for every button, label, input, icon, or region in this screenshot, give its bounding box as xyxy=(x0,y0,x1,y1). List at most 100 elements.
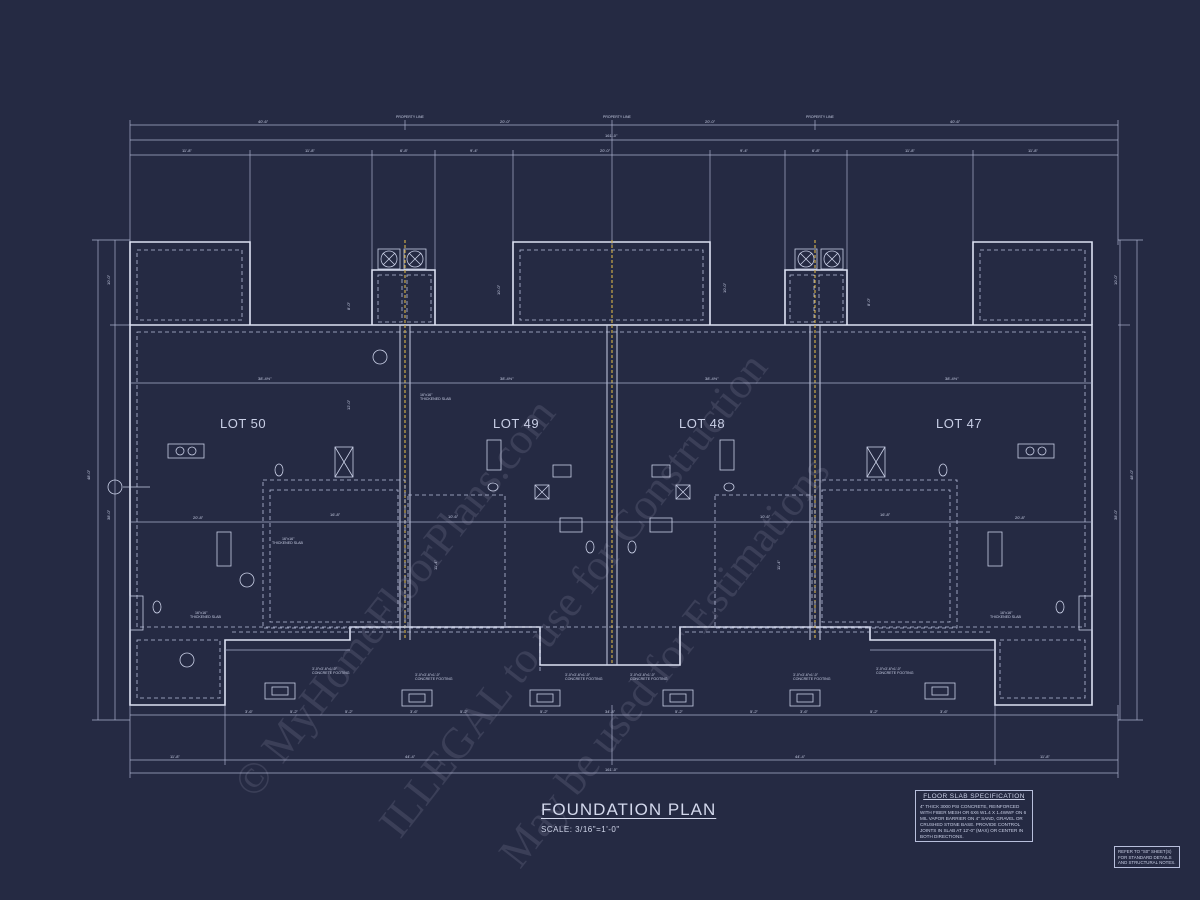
svg-text:38'-0": 38'-0" xyxy=(1113,509,1118,520)
rear-pads: 8'-0" 10'-0" 10'-0" 8'-0" xyxy=(129,241,1093,325)
watermark-line-1: © MyHomeFloorPlans.com xyxy=(224,389,565,806)
plumbing-fixtures xyxy=(107,349,1093,668)
concrete-footing-label-6: CONCRETE FOOTING xyxy=(876,671,914,675)
svg-text:10'-0": 10'-0" xyxy=(106,274,111,285)
svg-text:10'-0": 10'-0" xyxy=(496,284,501,295)
thickened-slab-label-2: THICKENED SLAB xyxy=(272,541,304,545)
svg-text:38'-4½": 38'-4½" xyxy=(258,376,272,381)
svg-text:38'-4½": 38'-4½" xyxy=(705,376,719,381)
svg-text:9'-4": 9'-4" xyxy=(470,148,479,153)
svg-text:10'-6": 10'-6" xyxy=(448,514,459,519)
svg-text:16"x16": 16"x16" xyxy=(282,537,295,541)
plan-title: FOUNDATION PLAN xyxy=(541,800,717,819)
svg-text:11'-4": 11'-4" xyxy=(776,560,781,570)
top-dimension-strings: 40'-6" 20'-0" 20'-0" 40'-6" 161'-0" 11'-8"… xyxy=(129,115,1119,270)
svg-text:3'-0"x3'-6"x1'-0": 3'-0"x3'-6"x1'-0" xyxy=(630,673,656,677)
lot-label-48: LOT 48 xyxy=(679,416,725,431)
svg-text:48'-0": 48'-0" xyxy=(86,469,91,480)
svg-text:11'-8": 11'-8" xyxy=(1028,148,1038,153)
svg-text:5'-2": 5'-2" xyxy=(675,709,684,714)
svg-text:11'-8": 11'-8" xyxy=(1040,754,1050,759)
svg-text:16"x16": 16"x16" xyxy=(1000,611,1013,615)
svg-text:16"x16": 16"x16" xyxy=(195,611,208,615)
svg-text:34'-8": 34'-8" xyxy=(605,709,616,714)
svg-text:8'-0": 8'-0" xyxy=(346,301,351,310)
lot-label-47: LOT 47 xyxy=(936,416,982,431)
svg-text:16'-8": 16'-8" xyxy=(880,512,891,517)
svg-text:6'-8": 6'-8" xyxy=(812,148,821,153)
svg-text:44'-4": 44'-4" xyxy=(795,754,806,759)
property-line-label-3: PROPERTY LINE xyxy=(806,115,835,119)
svg-text:5'-2": 5'-2" xyxy=(870,709,879,714)
svg-text:5'-2": 5'-2" xyxy=(345,709,354,714)
building-outline: 38'-4½" 38'-4½" 38'-4½" 38'-4½" 20'-8" 20'-… xyxy=(129,240,1093,706)
svg-text:3'-0"x3'-6"x1'-0": 3'-0"x3'-6"x1'-0" xyxy=(876,667,902,671)
svg-text:3'-0"x3'-6"x1'-0": 3'-0"x3'-6"x1'-0" xyxy=(415,673,441,677)
concrete-footing-label-4: CONCRETE FOOTING xyxy=(630,677,668,681)
svg-text:20'-8": 20'-8" xyxy=(193,515,204,520)
svg-text:20'-8": 20'-8" xyxy=(1015,515,1026,520)
svg-text:11'-8": 11'-8" xyxy=(905,148,915,153)
svg-text:20'-0": 20'-0" xyxy=(600,148,611,153)
title-block: FOUNDATION PLAN SCALE: 3/16"=1'-0" xyxy=(541,800,716,834)
svg-text:3'-0"x3'-6"x1'-0": 3'-0"x3'-6"x1'-0" xyxy=(793,673,819,677)
svg-text:20'-0": 20'-0" xyxy=(705,119,716,124)
svg-text:3'-6": 3'-6" xyxy=(245,709,254,714)
concrete-footing-label-3: CONCRETE FOOTING xyxy=(565,677,603,681)
svg-text:161'-0": 161'-0" xyxy=(605,767,618,772)
svg-text:38'-0": 38'-0" xyxy=(106,509,111,520)
property-line-label-1: PROPERTY LINE xyxy=(396,115,425,119)
svg-text:6'-8": 6'-8" xyxy=(400,148,409,153)
property-line-label-2: PROPERTY LINE xyxy=(603,115,632,119)
svg-text:16'-8": 16'-8" xyxy=(330,512,341,517)
svg-text:11'-8": 11'-8" xyxy=(305,148,315,153)
svg-text:8'-0": 8'-0" xyxy=(866,297,871,306)
interior-footprints: 16'-8"10'-6" 10'-6"16'-8" 11'-4" 11'-4" … xyxy=(262,399,958,629)
svg-text:38'-4½": 38'-4½" xyxy=(500,376,514,381)
svg-text:9'-4": 9'-4" xyxy=(740,148,749,153)
svg-text:40'-6": 40'-6" xyxy=(950,119,961,124)
front-footings: 3'-0"x3'-6"x1'-0" CONCRETE FOOTING 3'-0"… xyxy=(136,393,1086,707)
svg-text:5'-2": 5'-2" xyxy=(750,709,759,714)
floor-slab-specification: FLOOR SLAB SPECIFICATION 4" THICK 3000 P… xyxy=(915,790,1033,842)
svg-text:10'-0": 10'-0" xyxy=(722,282,727,293)
svg-text:11'-8": 11'-8" xyxy=(170,754,180,759)
lot-label-49: LOT 49 xyxy=(493,416,539,431)
svg-text:5'-2": 5'-2" xyxy=(540,709,549,714)
watermark: © MyHomeFloorPlans.com ILLEGAL to use fo… xyxy=(224,344,839,877)
svg-text:3'-6": 3'-6" xyxy=(940,709,949,714)
lot-labels: LOT 50 LOT 49 LOT 48 LOT 47 xyxy=(220,416,982,431)
thickened-slab-label-4: THICKENED SLAB xyxy=(990,615,1022,619)
svg-text:44'-4": 44'-4" xyxy=(405,754,416,759)
svg-text:161'-0": 161'-0" xyxy=(605,133,618,138)
svg-text:38'-4½": 38'-4½" xyxy=(945,376,959,381)
svg-text:3'-6": 3'-6" xyxy=(410,709,419,714)
thickened-slab-label-1: THICKENED SLAB xyxy=(420,397,452,401)
svg-text:11'-4": 11'-4" xyxy=(433,560,438,570)
concrete-footing-label-2: CONCRETE FOOTING xyxy=(415,677,453,681)
svg-text:5'-2": 5'-2" xyxy=(460,709,469,714)
side-dimension-strings: 48'-0" 10'-0" 38'-0" 48'-0" 10'-0" 38'-0… xyxy=(86,239,1143,721)
svg-text:10'-6": 10'-6" xyxy=(760,514,771,519)
svg-text:5'-2": 5'-2" xyxy=(290,709,299,714)
svg-text:3'-0"x3'-6"x1'-0": 3'-0"x3'-6"x1'-0" xyxy=(565,673,591,677)
concrete-footing-label-1: CONCRETE FOOTING xyxy=(312,671,350,675)
svg-text:11'-8": 11'-8" xyxy=(182,148,192,153)
plan-scale: SCALE: 3/16"=1'-0" xyxy=(541,825,620,834)
svg-text:16"x16": 16"x16" xyxy=(420,393,433,397)
svg-text:3'-0"x3'-6"x1'-0": 3'-0"x3'-6"x1'-0" xyxy=(312,667,338,671)
svg-text:48'-0": 48'-0" xyxy=(1129,469,1134,480)
structural-notes-reference: REFER TO "S0" SHEET(S) FOR STANDARD DETA… xyxy=(1114,846,1180,868)
svg-text:12'-0": 12'-0" xyxy=(346,399,351,410)
bottom-dimension-strings: 11'-8" 44'-4" 44'-4" 11'-8" 161'-0" 3'-6" 5… xyxy=(129,705,1119,778)
svg-text:10'-0": 10'-0" xyxy=(1113,274,1118,285)
lot-label-50: LOT 50 xyxy=(220,416,266,431)
svg-text:40'-6": 40'-6" xyxy=(258,119,269,124)
spec-body: 4" THICK 3000 PSI CONCRETE, REINFORCED W… xyxy=(920,804,1027,839)
svg-text:20'-0": 20'-0" xyxy=(500,119,511,124)
concrete-footing-label-5: CONCRETE FOOTING xyxy=(793,677,831,681)
spec-title: FLOOR SLAB SPECIFICATION xyxy=(923,793,1025,800)
thickened-slab-label-3: THICKENED SLAB xyxy=(190,615,222,619)
svg-text:3'-6": 3'-6" xyxy=(800,709,809,714)
